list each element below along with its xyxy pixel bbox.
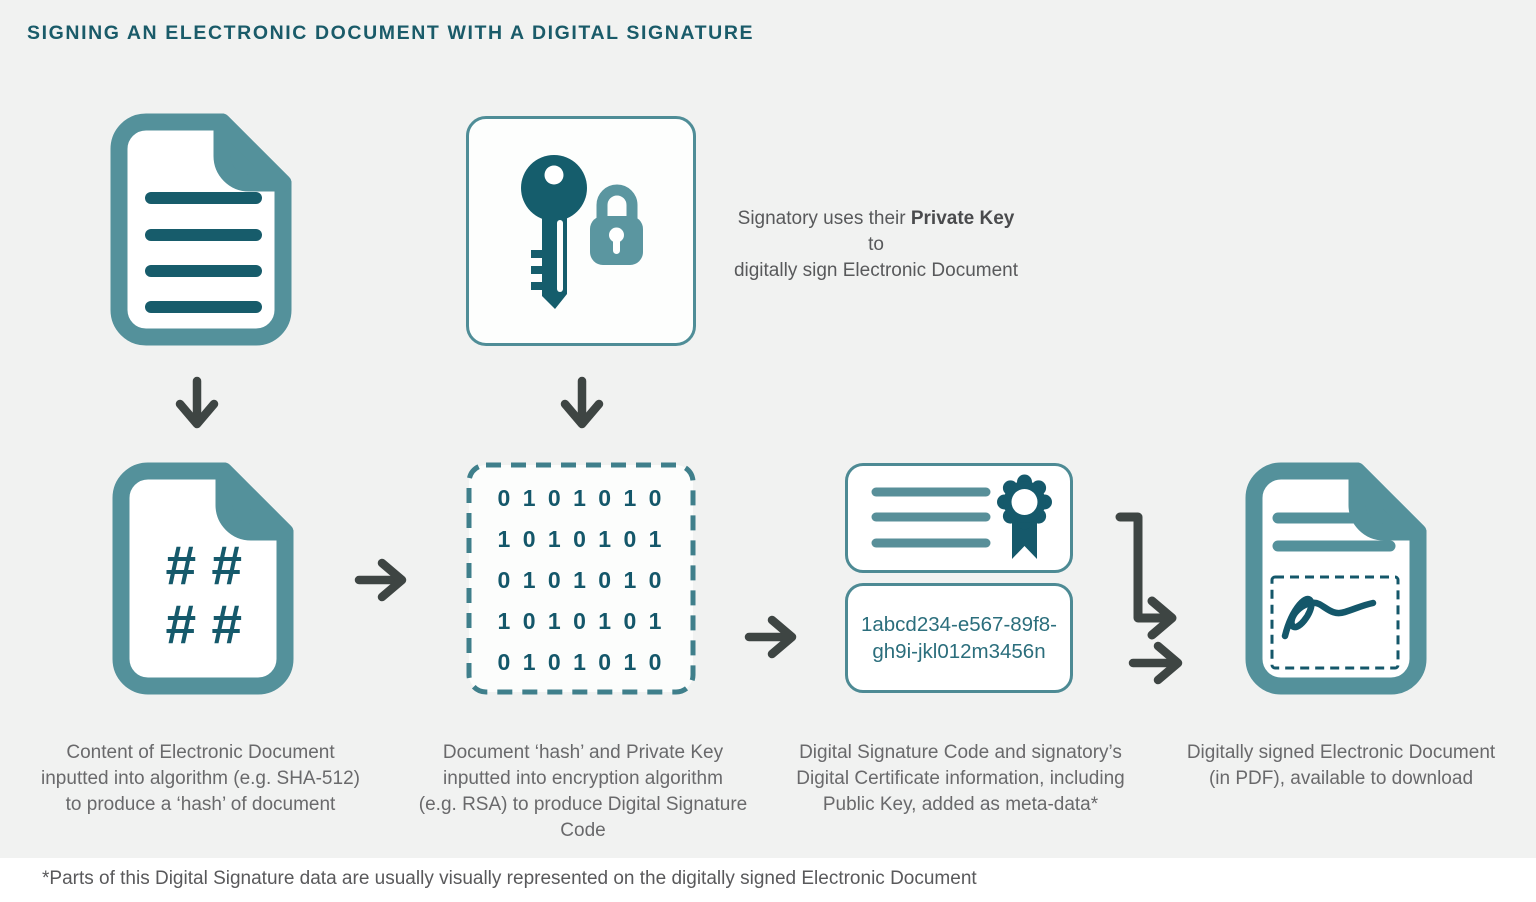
right-arrow-icon (1128, 641, 1183, 685)
note-text-line2: digitally sign Electronic Document (733, 260, 1019, 281)
hash-document-icon: # # # # (112, 462, 294, 695)
private-key-note: Signatory uses their Private Key to digi… (728, 206, 1024, 284)
note-text-bold: Private Key (910, 208, 1015, 229)
caption-step2: Document ‘hash’ and Private Key inputted… (403, 740, 763, 844)
dashed-border (466, 462, 696, 695)
certificate-text-lines (871, 487, 991, 548)
binary-code-box: 0 1 0 1 0 1 0 1 0 1 0 1 0 1 0 1 0 1 0 1 … (466, 462, 696, 695)
elbow-arrow-icon (1115, 512, 1177, 640)
caption-line: Digitally signed Electronic Document (1186, 742, 1496, 763)
caption-line: Public Key, added as meta-data* (822, 794, 1099, 815)
caption-line: to produce a ‘hash’ of document (65, 794, 336, 815)
binary-row: 0 1 0 1 0 1 0 (497, 567, 665, 593)
code-line-2: gh9i-jkl012m3456n (872, 640, 1046, 663)
hash-row: # # (165, 534, 242, 596)
caption-line: (in PDF), available to download (1208, 768, 1474, 789)
document-icon (110, 113, 292, 346)
right-arrow-icon (744, 615, 797, 659)
caption-line: inputted into encryption algorithm (443, 768, 723, 789)
key-and-padlock-icon (521, 155, 643, 309)
binary-row: 0 1 0 1 0 1 0 (497, 485, 665, 511)
caption-step3: Digital Signature Code and signatory’s D… (783, 740, 1138, 818)
note-text-pre: Signatory uses their (737, 208, 911, 229)
footnote: *Parts of this Digital Signature data ar… (42, 868, 977, 889)
binary-row: 1 0 1 0 1 0 1 (497, 526, 665, 552)
caption-step4: Digitally signed Electronic Document (in… (1163, 740, 1519, 792)
digital-signature-code: 1abcd234-e567-89f8- gh9i-jkl012m3456n (861, 611, 1057, 665)
down-arrow-icon (175, 376, 219, 429)
signature-icon (1281, 595, 1377, 640)
key-icon (521, 155, 587, 309)
caption-step1: Content of Electronic Document inputted … (28, 740, 373, 818)
binary-row: 1 0 1 0 1 0 1 (497, 608, 665, 634)
caption-line: Digital Signature Code and signatory’s (799, 742, 1122, 763)
diagram-canvas (0, 0, 1536, 858)
document-text-lines (145, 192, 262, 313)
digital-signature-code-box: 1abcd234-e567-89f8- gh9i-jkl012m3456n (845, 583, 1073, 693)
caption-line: inputted into algorithm (e.g. SHA-512) (41, 768, 360, 789)
caption-line: Document ‘hash’ and Private Key (442, 742, 724, 763)
page-title: SIGNING AN ELECTRONIC DOCUMENT WITH A DI… (27, 22, 755, 44)
signature-field-dashed-box (1270, 575, 1400, 670)
caption-line: Content of Electronic Document (66, 742, 335, 763)
private-key-box (466, 116, 696, 346)
padlock-icon (590, 184, 643, 265)
down-arrow-icon (560, 376, 604, 429)
right-arrow-icon (354, 558, 407, 602)
award-ribbon-icon (997, 474, 1052, 559)
signed-document-icon (1245, 462, 1427, 695)
hash-row: # # (165, 593, 242, 655)
certificate-icon (871, 474, 1052, 559)
binary-rows: 0 1 0 1 0 1 0 1 0 1 0 1 0 1 0 1 0 1 0 1 … (466, 478, 696, 683)
digital-certificate-card (845, 463, 1073, 573)
caption-line: Digital Certificate information, includi… (796, 768, 1125, 789)
code-line-1: 1abcd234-e567-89f8- (860, 613, 1058, 636)
note-text-post: to (868, 234, 884, 255)
document-text-lines (1272, 512, 1396, 552)
binary-row: 0 1 0 1 0 1 0 (497, 649, 665, 675)
caption-line: (e.g. RSA) to produce Digital Signature … (418, 794, 748, 841)
